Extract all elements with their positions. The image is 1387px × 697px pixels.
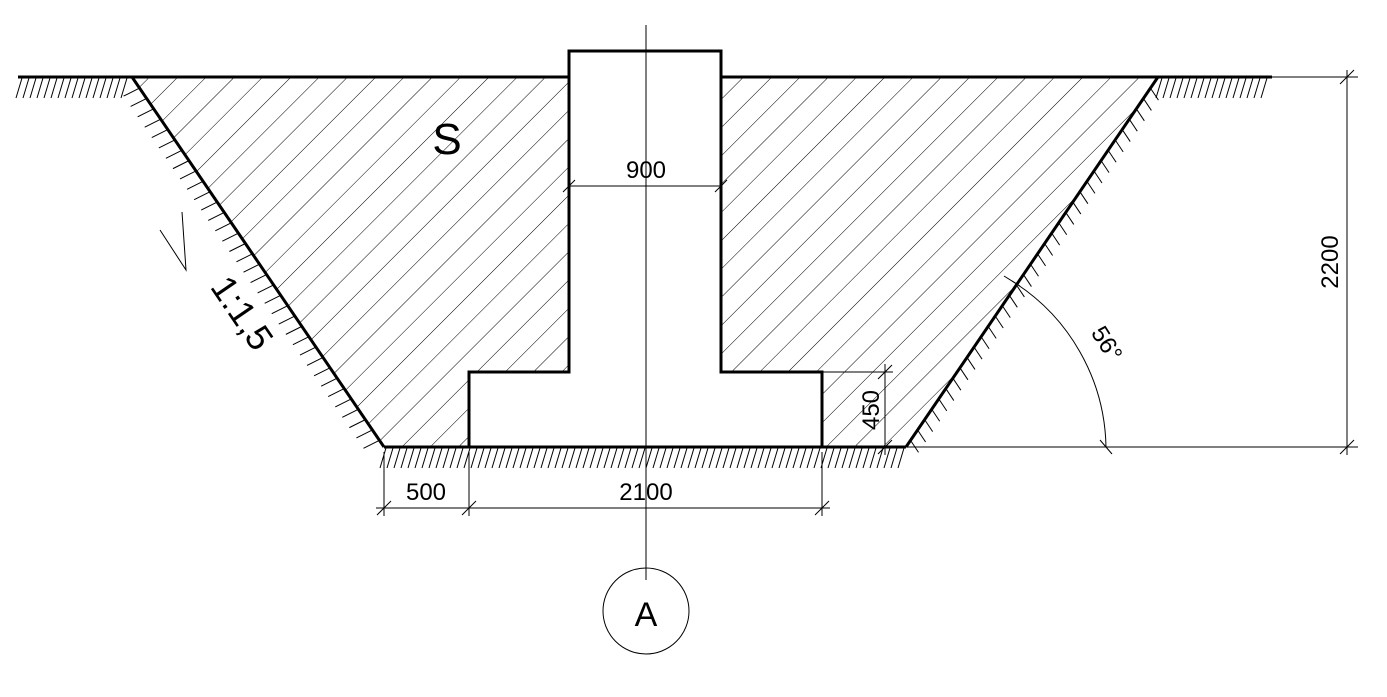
dim-450-label: 450 — [858, 390, 885, 430]
angle-arc-tick-top — [1003, 275, 1021, 287]
dim-2200-tick-top — [1339, 69, 1355, 85]
dim-2100-label: 2100 — [619, 479, 672, 506]
dim-450-tick-top — [877, 364, 893, 380]
pit-right-slope — [904, 76, 1160, 448]
dim-450-tick-bottom — [877, 439, 893, 455]
dim-bottom-tick-1 — [376, 500, 392, 516]
angle-arc — [1011, 280, 1107, 448]
dim-500-label: 500 — [406, 479, 446, 506]
dim-900-tick-right — [714, 179, 728, 193]
axis-marker-circle — [602, 567, 690, 655]
fill-area-label: S — [432, 115, 461, 164]
axis-marker-label: A — [635, 596, 658, 634]
dim-bottom-tick-2 — [461, 500, 477, 516]
dim-bottom-tick-3 — [814, 500, 830, 516]
dim-2200-label: 2200 — [1317, 235, 1344, 288]
earth-ticks — [15, 77, 1268, 469]
dim-900-label: 900 — [626, 157, 666, 184]
angle-arc-tick-bottom — [1099, 439, 1113, 455]
dim-2200-tick-bottom — [1339, 439, 1355, 455]
dim-900-tick-left — [562, 179, 576, 193]
angle-label: 56° — [1085, 321, 1127, 366]
slope-marker — [159, 211, 187, 272]
pit-left-slope — [130, 76, 386, 448]
